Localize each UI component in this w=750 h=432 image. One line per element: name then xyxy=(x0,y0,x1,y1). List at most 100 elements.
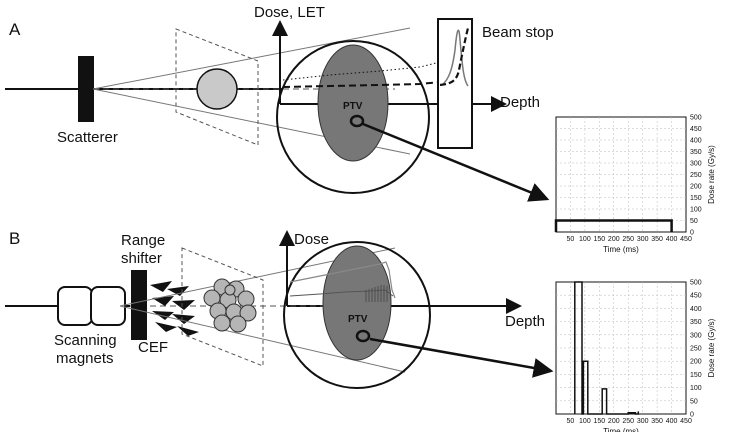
beamlet-arrow xyxy=(172,314,195,324)
x-tick-label: 450 xyxy=(680,418,692,425)
beam-divergence-upper xyxy=(92,27,411,90)
range-shifter-block xyxy=(131,270,147,340)
sobp-envelope-curve xyxy=(289,261,396,299)
dose-axis-label-a: Dose, LET xyxy=(254,4,325,21)
scan-spot xyxy=(239,304,257,322)
scanning-magnets-label-line2: magnets xyxy=(56,350,114,367)
x-tick-label: 250 xyxy=(622,236,634,243)
x-axis-label: Time (ms) xyxy=(603,427,639,432)
scanning-magnet-2 xyxy=(90,286,126,326)
y-tick-label: 150 xyxy=(690,372,702,379)
beamlet-arrow xyxy=(172,300,195,310)
y-tick-label: 350 xyxy=(690,149,702,156)
y-tick-label: 50 xyxy=(690,398,698,405)
x-tick-label: 50 xyxy=(567,236,575,243)
beamlet-arrow xyxy=(150,281,172,292)
y-tick-label: 150 xyxy=(690,195,702,202)
x-tick-label: 200 xyxy=(608,236,620,243)
y-tick-label: 250 xyxy=(690,172,702,179)
scanning-magnets-label-line1: Scanning xyxy=(54,332,117,349)
y-tick-label: 200 xyxy=(690,184,702,191)
x-tick-label: 300 xyxy=(637,236,649,243)
bragg-peak-hatching xyxy=(365,285,388,302)
cef-label: CEF xyxy=(138,339,168,356)
patient-body-circle-b xyxy=(283,241,431,389)
scatterer-label: Scatterer xyxy=(57,129,118,146)
y-tick-label: 50 xyxy=(690,218,698,225)
x-tick-label: 350 xyxy=(651,418,663,425)
y-tick-label: 450 xyxy=(690,293,702,300)
bragg-peak-curve xyxy=(441,29,469,87)
y-tick-label: 0 xyxy=(690,412,694,419)
sobp-lower-curve xyxy=(289,289,394,297)
range-shifter-label-line2: shifter xyxy=(121,250,162,267)
projection-plane xyxy=(175,28,259,146)
ptv-marker-b xyxy=(355,329,371,343)
projection-plane-b xyxy=(181,247,264,367)
y-tick-label: 400 xyxy=(690,306,702,313)
scan-spot xyxy=(229,315,247,333)
ptv-label-a: PTV xyxy=(343,101,363,112)
y-tick-label: 350 xyxy=(690,319,702,326)
scan-spot xyxy=(224,284,236,296)
panel-b-letter: B xyxy=(9,229,20,248)
let-curve xyxy=(439,27,470,87)
y-tick-label: 500 xyxy=(690,280,702,287)
x-tick-label: 450 xyxy=(680,236,692,243)
beam-divergence-lower-b xyxy=(119,305,406,373)
panel-a: A Scatterer PTV Dose, LET Beam stop Dept… xyxy=(5,4,554,202)
panel-b: B Scanning magnets Range shifter CEF xyxy=(5,229,554,389)
dose-axis-label-b: Dose xyxy=(294,231,329,248)
dotted-dose-curve xyxy=(282,61,441,81)
y-tick-label: 300 xyxy=(690,332,702,339)
ptv-marker-a xyxy=(349,114,365,128)
beamlet-arrow xyxy=(155,322,177,332)
beamlet-arrow xyxy=(177,326,199,336)
y-tick-label: 100 xyxy=(690,385,702,392)
y-axis-label: Dose rate (Gy/s) xyxy=(707,145,716,204)
x-tick-label: 100 xyxy=(579,236,591,243)
scatterer-block xyxy=(78,56,94,122)
pointer-line-a xyxy=(362,122,550,202)
x-tick-label: 150 xyxy=(593,236,605,243)
ptv-target-ellipse-b xyxy=(322,245,392,361)
scan-spot xyxy=(213,314,231,332)
depth-label-b: Depth xyxy=(505,313,545,330)
y-tick-label: 250 xyxy=(690,346,702,353)
beamlet-arrow xyxy=(152,296,174,306)
y-tick-label: 100 xyxy=(690,207,702,214)
y-tick-label: 500 xyxy=(690,115,702,122)
x-tick-label: 150 xyxy=(593,418,605,425)
x-tick-label: 400 xyxy=(666,418,678,425)
y-tick-label: 300 xyxy=(690,161,702,168)
scanning-magnet-1 xyxy=(57,286,93,326)
y-axis-label: Dose rate (Gy/s) xyxy=(707,318,716,377)
x-tick-label: 100 xyxy=(579,418,591,425)
range-shifter-label-line1: Range xyxy=(121,232,165,249)
pointer-line-b xyxy=(369,337,554,378)
panel-a-letter: A xyxy=(9,20,21,39)
ptv-label-b: PTV xyxy=(348,314,368,325)
beamlet-arrow xyxy=(167,286,189,296)
x-tick-label: 200 xyxy=(608,418,620,425)
dose-rate-series-line xyxy=(554,219,673,232)
depth-label-a: Depth xyxy=(500,94,540,111)
x-tick-label: 350 xyxy=(651,236,663,243)
ptv-target-ellipse xyxy=(317,44,389,162)
y-tick-label: 450 xyxy=(690,126,702,133)
x-tick-label: 50 xyxy=(567,418,575,425)
beam-stop-label: Beam stop xyxy=(482,24,554,41)
beamlet-arrows xyxy=(150,281,199,336)
projected-target-circle xyxy=(196,68,238,110)
x-axis-label: Time (ms) xyxy=(603,245,639,254)
dashed-dose-curve xyxy=(282,81,441,88)
dose-rate-series-line xyxy=(574,281,640,415)
y-tick-label: 0 xyxy=(690,230,694,237)
x-tick-label: 250 xyxy=(622,418,634,425)
scan-spot-cluster xyxy=(203,278,257,333)
scan-spot xyxy=(237,290,255,308)
x-tick-label: 300 xyxy=(637,418,649,425)
